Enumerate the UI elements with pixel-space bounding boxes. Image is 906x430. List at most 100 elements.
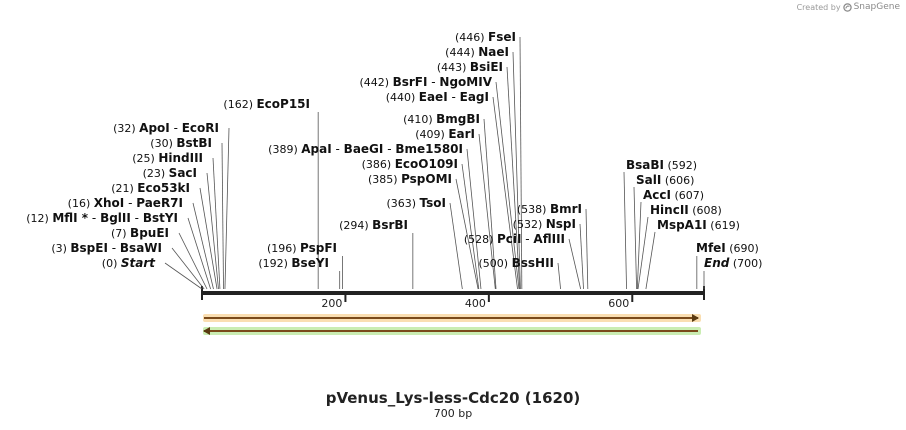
enzyme-label[interactable]: End (700): [704, 256, 762, 270]
enzyme-leader-line: [466, 148, 482, 290]
scale-tick-label: 400: [465, 297, 486, 310]
enzyme-leader-line: [221, 142, 224, 290]
enzyme-label[interactable]: (30) BstBI: [150, 136, 212, 150]
enzyme-position: (12): [26, 212, 52, 225]
enzyme-leader-line: [224, 127, 230, 290]
enzyme-leader-line: [568, 238, 582, 290]
enzyme-position: (690): [726, 242, 759, 255]
enzyme-leader-line: [492, 96, 518, 290]
enzyme-label[interactable]: HincII (608): [650, 203, 722, 217]
enzyme-position: (608): [689, 204, 722, 217]
enzyme-position: (442): [360, 76, 393, 89]
enzyme-leader-line: [164, 262, 203, 290]
enzyme-label[interactable]: (23) SacI: [143, 166, 197, 180]
enzyme-name: NgoMIV: [439, 75, 492, 89]
enzyme-label[interactable]: (440) EaeI - EagI: [386, 90, 489, 104]
enzyme-label[interactable]: (410) BmgBI: [403, 112, 480, 126]
enzyme-name: EarI: [448, 127, 475, 141]
enzyme-position: (385): [368, 173, 401, 186]
enzyme-label[interactable]: (444) NaeI: [445, 45, 509, 59]
enzyme-name: PspFI: [300, 241, 337, 255]
enzyme-label[interactable]: (443) BsiEI: [437, 60, 503, 74]
enzyme-position: (0): [102, 257, 121, 270]
enzyme-label[interactable]: (196) PspFI: [267, 241, 337, 255]
enzyme-label[interactable]: BsaBI (592): [626, 158, 697, 172]
enzyme-position: (532): [513, 218, 546, 231]
enzyme-position: (619): [707, 219, 740, 232]
scale-tick-label: 200: [321, 297, 342, 310]
enzyme-name: EcoO109I: [395, 157, 458, 171]
enzyme-label[interactable]: (409) EarI: [415, 127, 475, 141]
green-feature-arrow: [203, 327, 210, 335]
enzyme-label[interactable]: SalI (606): [636, 173, 694, 187]
snapgene-credit: Created by SnapGene: [797, 2, 900, 12]
enzyme-label[interactable]: (442) BsrFI - NgoMIV: [360, 75, 493, 89]
enzyme-position: (294): [339, 219, 372, 232]
enzyme-label[interactable]: (16) XhoI - PaeR7I: [68, 196, 183, 210]
enzyme-leader-line: [645, 231, 656, 290]
enzyme-name: BstYI: [143, 211, 178, 225]
enzyme-label[interactable]: MfeI (690): [696, 241, 759, 255]
enzyme-label[interactable]: (25) HindIII: [132, 151, 203, 165]
enzyme-name: FseI: [488, 30, 516, 44]
enzyme-position: (162): [223, 98, 256, 111]
enzyme-position: (23): [143, 167, 169, 180]
enzyme-label[interactable]: (3) BspEI - BsaWI: [51, 241, 162, 255]
enzyme-position: (440): [386, 91, 419, 104]
enzyme-label[interactable]: (32) ApoI - EcoRI: [113, 121, 219, 135]
enzyme-name: BsrBI: [372, 218, 408, 232]
enzyme-label[interactable]: (12) MflI * - BglII - BstYI: [26, 211, 178, 225]
plasmid-length: 700 bp: [433, 407, 473, 420]
enzyme-leader-line: [461, 163, 480, 290]
enzyme-label[interactable]: (389) ApaI - BaeGI - Bme1580I: [268, 142, 463, 156]
enzyme-label[interactable]: (363) TsoI: [386, 196, 446, 210]
enzyme-label[interactable]: (538) BmrI: [517, 202, 582, 216]
enzyme-name: BsiEI: [470, 60, 503, 74]
enzyme-position: (192): [258, 257, 291, 270]
enzyme-leader-line: [633, 186, 637, 290]
enzyme-label[interactable]: (192) BseYI: [258, 256, 329, 270]
enzyme-name: PaeR7I: [136, 196, 183, 210]
enzyme-name: PciI: [497, 232, 522, 246]
enzyme-label[interactable]: (385) PspOMI: [368, 172, 452, 186]
enzyme-name: EcoRI: [182, 121, 219, 135]
enzyme-name: Eco53kI: [137, 181, 190, 195]
enzyme-position: (3): [51, 242, 70, 255]
enzyme-name: EagI: [460, 90, 489, 104]
enzyme-label[interactable]: (294) BsrBI: [339, 218, 408, 232]
enzyme-name: EcoP15I: [256, 97, 310, 111]
enzyme-label[interactable]: (0) Start: [102, 256, 156, 270]
enzyme-name: BmgBI: [436, 112, 480, 126]
enzyme-name: BsaWI: [120, 241, 162, 255]
enzyme-position: (363): [386, 197, 419, 210]
enzyme-label[interactable]: (446) FseI: [455, 30, 516, 44]
enzyme-leader-line: [579, 223, 584, 290]
enzyme-label[interactable]: (528) PciI - AflIII: [464, 232, 565, 246]
enzyme-name: BaeGI: [344, 142, 384, 156]
enzyme-label[interactable]: (386) EcoO109I: [362, 157, 458, 171]
enzyme-leader-line: [623, 171, 627, 290]
enzyme-leader-line: [495, 81, 520, 290]
enzyme-label[interactable]: MspA1I (619): [657, 218, 740, 232]
enzyme-position: (592): [664, 159, 697, 172]
enzyme-name: MflI *: [52, 211, 88, 225]
enzyme-name: NspI: [546, 217, 576, 231]
enzyme-name: EaeI: [419, 90, 448, 104]
enzyme-position: (7): [111, 227, 130, 240]
enzyme-label[interactable]: AccI (607): [643, 188, 704, 202]
enzyme-name: ApoI: [139, 121, 170, 135]
enzyme-label[interactable]: (21) Eco53kI: [111, 181, 190, 195]
enzyme-name: ApaI: [301, 142, 331, 156]
enzyme-position: (410): [403, 113, 436, 126]
enzyme-name: MspA1I: [657, 218, 707, 232]
enzyme-label[interactable]: (500) BssHII: [479, 256, 554, 270]
enzyme-position: (538): [517, 203, 550, 216]
enzyme-label[interactable]: (532) NspI: [513, 217, 576, 231]
enzyme-leader-line: [192, 202, 214, 290]
enzyme-leader-line: [455, 178, 479, 290]
enzyme-position: (32): [113, 122, 139, 135]
enzyme-name: HincII: [650, 203, 689, 217]
enzyme-label[interactable]: (7) BpuEI: [111, 226, 169, 240]
enzyme-label[interactable]: (162) EcoP15I: [223, 97, 310, 111]
